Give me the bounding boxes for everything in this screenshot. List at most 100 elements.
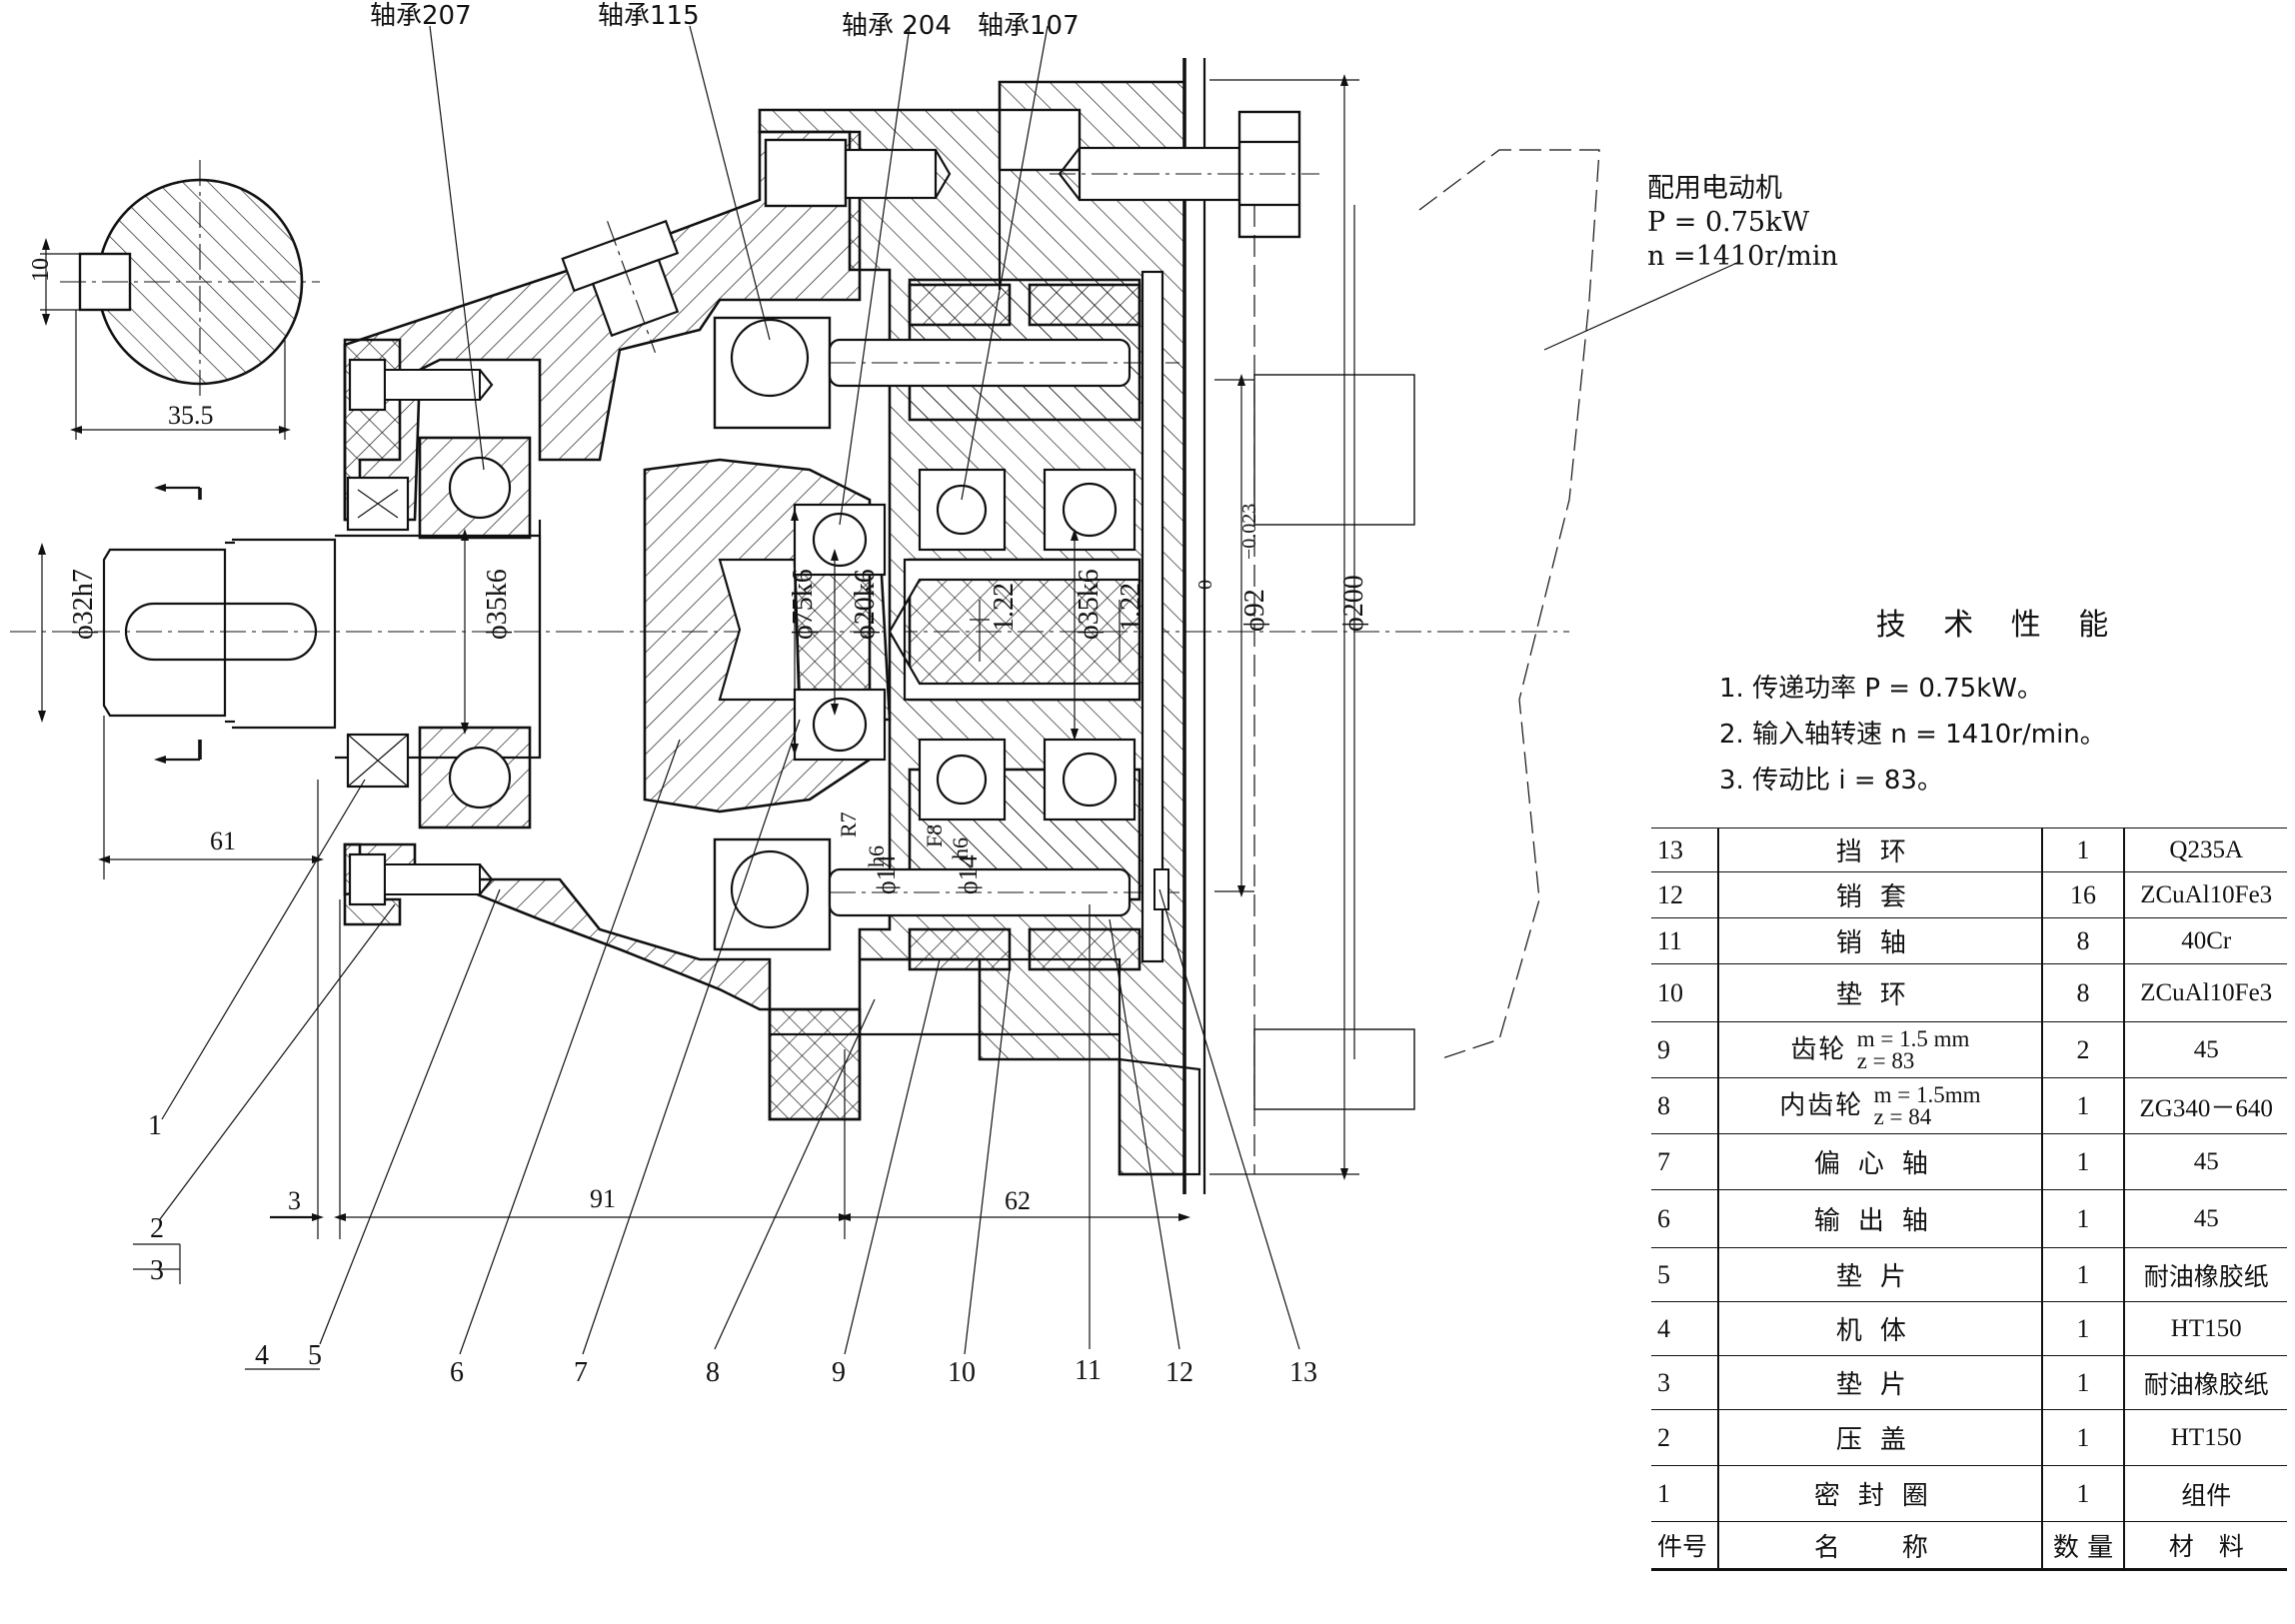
part-name-text: 内齿轮 xyxy=(1779,1090,1864,1120)
gear-teeth: z = 84 xyxy=(1873,1103,1932,1129)
callout-6: 6 xyxy=(450,1357,464,1388)
pins-upper xyxy=(828,283,1179,388)
part-material: HT150 xyxy=(2124,1301,2287,1356)
label-bearing-107: 轴承107 xyxy=(978,11,1080,41)
part-number: 8 xyxy=(1651,1077,1720,1134)
part-quantity: 1 xyxy=(2041,827,2126,872)
callout-leaders xyxy=(133,719,1300,1370)
header-name: 名 称 xyxy=(1718,1521,2043,1571)
callout-4: 4 xyxy=(255,1340,269,1371)
callout-1: 1 xyxy=(148,1110,162,1141)
part-quantity: 16 xyxy=(2041,871,2126,918)
motor-outline xyxy=(1253,149,1600,1174)
part-quantity: 1 xyxy=(2041,1133,2126,1190)
section-marks xyxy=(154,484,202,764)
part-number: 13 xyxy=(1651,827,1720,872)
part-number: 10 xyxy=(1651,963,1720,1022)
part-quantity: 8 xyxy=(2041,917,2126,964)
part-quantity: 1 xyxy=(2041,1077,2126,1134)
diameter-dimensions xyxy=(38,74,1359,1180)
part-number: 1 xyxy=(1651,1465,1720,1522)
part-material: 40Cr xyxy=(2124,917,2287,964)
bearing-115 xyxy=(713,316,832,951)
part-number: 11 xyxy=(1651,917,1720,964)
part-material: ZG340－640 xyxy=(2124,1077,2287,1134)
header-material: 材 料 xyxy=(2124,1521,2287,1571)
dim-pin2: ϕ14 xyxy=(954,854,983,894)
part-name: 机体 xyxy=(1718,1301,2043,1356)
gear-module: m = 1.5mm xyxy=(1873,1081,1981,1107)
part-quantity: 8 xyxy=(2041,963,2126,1022)
dim-92-tol-upper: 0 xyxy=(1194,580,1216,590)
part-material: 45 xyxy=(2124,1133,2287,1190)
callout-10: 10 xyxy=(948,1357,976,1388)
part-number: 9 xyxy=(1651,1021,1720,1078)
header-quantity: 数 量 xyxy=(2041,1521,2126,1571)
dim-pin1-fit-top: R7 xyxy=(836,812,861,837)
part-quantity: 1 xyxy=(2041,1465,2126,1522)
dim-20: ϕ20k6 xyxy=(850,569,881,640)
part-material: 组件 xyxy=(2124,1465,2287,1522)
breather-plug xyxy=(561,219,680,354)
dim-75: ϕ75k6 xyxy=(788,569,819,640)
dim-61: 61 xyxy=(210,826,236,855)
motor-speed: n =1410r/min xyxy=(1647,241,1838,272)
key-depth-dim: 35.5 xyxy=(168,401,214,430)
part-number: 3 xyxy=(1651,1355,1720,1410)
dim-92-tol-lower: −0.023 xyxy=(1238,504,1260,560)
cover-bolts xyxy=(348,358,494,906)
dim-pin2-fit-bottom: h6 xyxy=(948,837,973,859)
table-header: 件号名 称数 量材 料 xyxy=(1651,1521,2287,1571)
gear-teeth: z = 83 xyxy=(1856,1047,1915,1073)
part-name: 垫片 xyxy=(1718,1355,2043,1410)
callout-3: 3 xyxy=(150,1255,164,1286)
part-name: 输出轴 xyxy=(1718,1189,2043,1248)
performance-line-2: 2. 输入轴转速 n = 1410r/min。 xyxy=(1719,720,2106,750)
bearing-207 xyxy=(418,436,532,829)
dim-pin1-fit-bottom: h6 xyxy=(864,845,889,867)
part-name: 销套 xyxy=(1718,871,2043,918)
bearing-107 xyxy=(918,468,1137,821)
part-number: 7 xyxy=(1651,1133,1720,1190)
dim-shaft-in: ϕ32h7 xyxy=(68,569,99,640)
callout-13: 13 xyxy=(1289,1357,1317,1388)
part-quantity: 2 xyxy=(2041,1021,2126,1078)
top-bolts xyxy=(764,110,1319,239)
callout-9: 9 xyxy=(832,1357,846,1388)
part-material: ZCuAl10Fe3 xyxy=(2124,963,2287,1022)
motor-power: P = 0.75kW xyxy=(1647,207,1810,238)
part-material: 45 xyxy=(2124,1021,2287,1078)
bearing-204 xyxy=(793,503,887,762)
part-name-text: 齿轮 xyxy=(1790,1034,1847,1064)
part-quantity: 1 xyxy=(2041,1355,2126,1410)
input-shaft xyxy=(102,520,542,760)
performance-line-3: 3. 传动比 i = 83。 xyxy=(1719,766,1943,796)
length-dimensions xyxy=(98,716,1190,1239)
label-bearing-207: 轴承207 xyxy=(370,1,472,31)
shaft-section-view xyxy=(40,160,320,440)
part-name: 压盖 xyxy=(1718,1409,2043,1466)
callout-12: 12 xyxy=(1165,1357,1193,1388)
dim-200: ϕ200 xyxy=(1338,575,1369,632)
part-quantity: 1 xyxy=(2041,1409,2126,1466)
part-material: 耐油橡胶纸 xyxy=(2124,1355,2287,1410)
key-width-dim: 10 xyxy=(28,258,54,282)
retaining-ring xyxy=(1141,270,1169,963)
part-material: HT150 xyxy=(2124,1409,2287,1466)
performance-title: 技 术 性 能 xyxy=(1875,608,2123,643)
technical-performance: 技 术 性 能 1. 传递功率 P = 0.75kW。 2. 输入轴转速 n =… xyxy=(1719,600,2279,804)
part-number: 4 xyxy=(1651,1301,1720,1356)
pins-lower xyxy=(828,867,1179,971)
callout-7: 7 xyxy=(574,1357,588,1388)
callout-8: 8 xyxy=(706,1357,720,1388)
part-name: 挡环 xyxy=(1718,827,2043,872)
